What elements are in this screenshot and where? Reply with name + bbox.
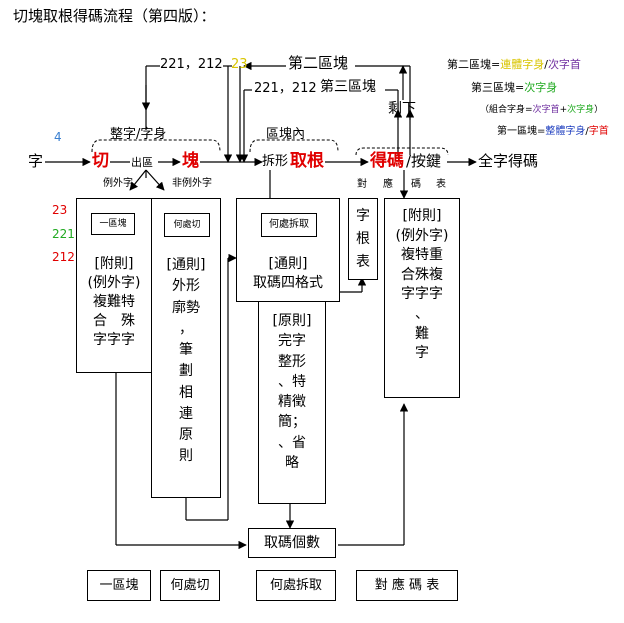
box-where-cut: 何處切 [通則]外形廓勢，筆劃相連原則	[151, 198, 221, 498]
box-code-count: 取碼個數	[248, 528, 336, 558]
bottom-box-code-table: 對 應 碼 表	[356, 570, 458, 601]
ma-label: 碼	[411, 179, 421, 190]
zi-label: 字	[28, 152, 44, 170]
box-first-block: 一區塊 [附則](例外字)複難特合 殊字字字	[76, 198, 152, 373]
box-root-table: 字根表	[348, 198, 378, 280]
biao-label: 表	[436, 179, 446, 190]
result-label: 全字得碼	[478, 152, 539, 170]
seq-label-b: 23	[231, 57, 248, 72]
page-title: 切塊取根得碼流程（第四版）：	[13, 7, 216, 25]
num-4-label: 4	[54, 130, 62, 144]
box-code-table-rules-text: [附則](例外字)複特重合殊複字字字、難字	[395, 208, 449, 362]
box-where-extract-text: [通則]取碼四格式	[253, 256, 323, 291]
dema-label: 得碼	[370, 151, 404, 171]
box-first-block-inner: 一區塊	[91, 213, 135, 235]
qie-label: 切	[92, 151, 109, 171]
exception-label: 例外字	[103, 178, 133, 189]
qugen-label: 取根	[290, 151, 324, 171]
non-exception-label: 非例外字	[172, 178, 212, 189]
third-block-label: 第三區塊	[320, 79, 376, 95]
kuai-label: 塊	[182, 151, 199, 171]
legend-combo: （組合字身=次字首+次字身）	[480, 105, 604, 115]
box-principle-text: [原則]完字整形、特精徵簡；、省略	[272, 313, 312, 472]
ying-label: 應	[383, 179, 393, 190]
box-where-cut-inner: 何處切	[164, 213, 210, 237]
legend-second: 第二區塊=連體字身/次字首	[447, 58, 581, 71]
box-where-cut-text: [通則]外形廓勢，筆劃相連原則	[166, 257, 206, 465]
side-num-212: 212	[52, 250, 75, 264]
chuqu-label: 出區	[131, 156, 153, 169]
within-block-label: 區塊內	[266, 127, 306, 142]
box-principle: [原則]完字整形、特精徵簡；、省略	[258, 298, 326, 504]
bottom-box-first-block: 一區塊	[87, 570, 151, 601]
second-block-label: 第二區塊	[288, 54, 349, 72]
bottom-box-where-extract: 何處拆取	[256, 570, 336, 601]
dui-label: 對	[357, 179, 367, 190]
box-where-extract-inner: 何處拆取	[261, 213, 317, 237]
chaixing-label: 拆形	[262, 154, 289, 169]
seq-label-c: 221，212	[254, 81, 317, 96]
seq-label-a: 221，212	[160, 57, 223, 72]
legend-first: 第一區塊=整體字身/字首	[497, 126, 609, 137]
remainder-label: 剩下	[388, 101, 416, 117]
box-root-table-text: 字根表	[356, 208, 370, 271]
box-code-table-rules: [附則](例外字)複特重合殊複字字字、難字	[384, 198, 460, 398]
box-first-block-text: [附則](例外字)複難特合 殊字字字	[87, 256, 141, 348]
side-num-221: 221	[52, 227, 75, 241]
side-num-23: 23	[52, 203, 68, 217]
legend-third: 第三區塊=次字身	[471, 81, 558, 94]
box-where-extract: 何處拆取 [通則]取碼四格式	[236, 198, 340, 302]
anjian-label: /按鍵	[406, 152, 442, 170]
whole-or-head-label: 整字/字身	[110, 127, 167, 142]
bottom-box-where-cut: 何處切	[160, 570, 220, 601]
